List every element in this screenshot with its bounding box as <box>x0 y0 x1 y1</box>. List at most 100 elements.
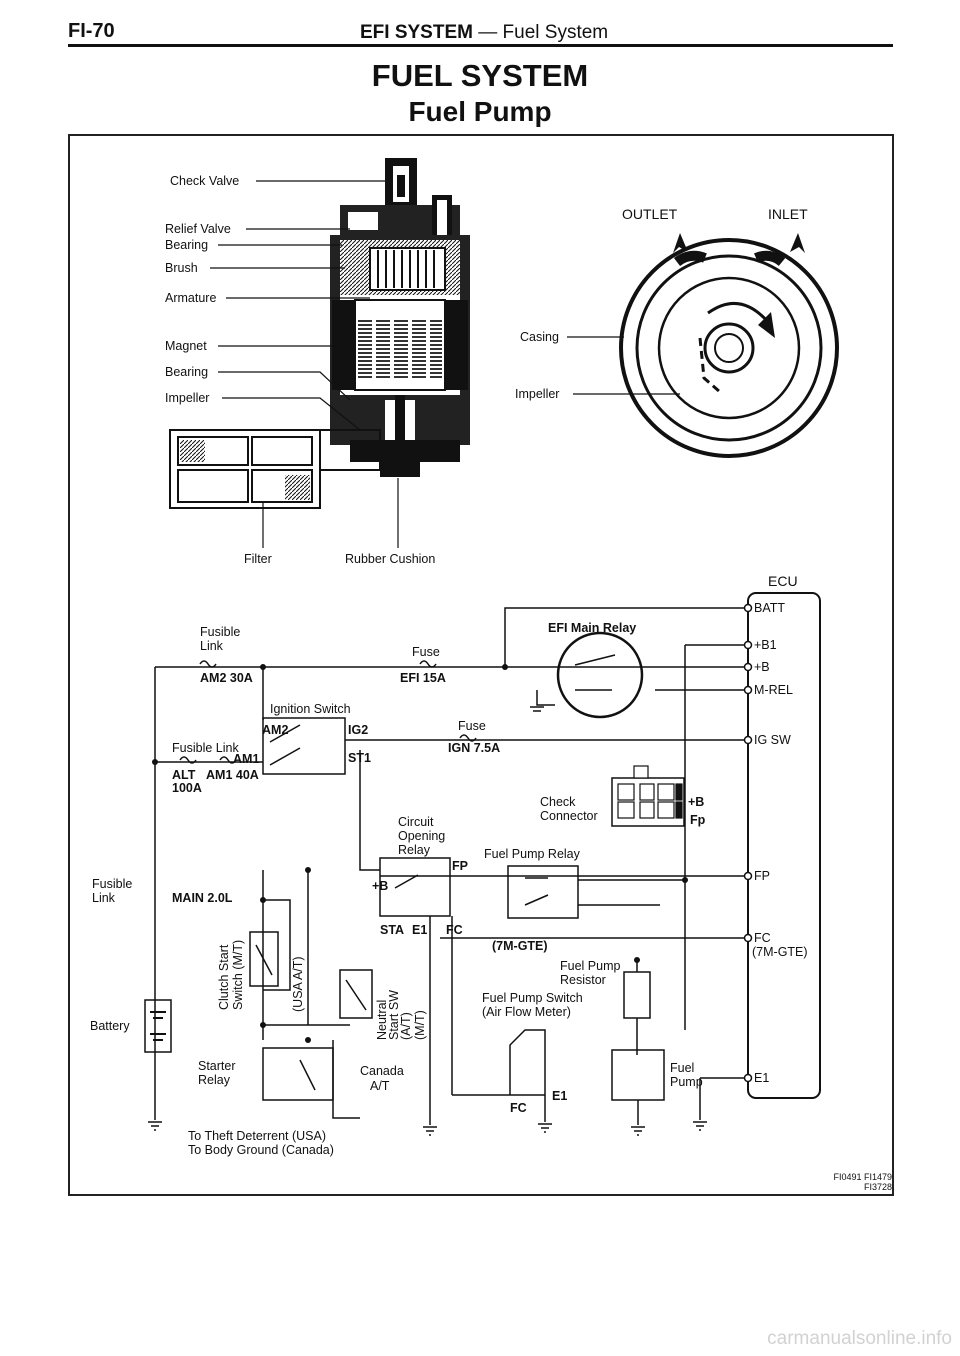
figure-frame <box>68 134 894 1196</box>
label-theft2: To Body Ground (Canada) <box>188 1143 334 1157</box>
label-circuit: Circuit <box>398 815 434 829</box>
ecu-fc-note: (7M-GTE) <box>752 945 808 959</box>
label-gte-note: (7M-GTE) <box>492 939 548 953</box>
label-relay: Relay <box>398 843 431 857</box>
label-bearing-top: Bearing <box>165 238 208 252</box>
pump-leaders <box>210 180 399 548</box>
label-bearing-bottom: Bearing <box>165 365 208 379</box>
label-casing: Casing <box>520 330 559 344</box>
label-fusible-link-alt: Fusible Link <box>172 741 239 755</box>
ecu-mrel: M-REL <box>754 683 793 697</box>
label-neutral2: Start SW <box>387 990 401 1040</box>
label-starter1: Starter <box>198 1059 236 1073</box>
label-starter2: Relay <box>198 1073 231 1087</box>
label-filter: Filter <box>244 552 272 566</box>
label-brush: Brush <box>165 261 198 275</box>
label-alt-100a: 100A <box>172 781 202 795</box>
label-neutral1: Neutral <box>375 1000 389 1040</box>
label-fuse-ign: Fuse <box>458 719 486 733</box>
ecu-fc: FC <box>754 931 771 945</box>
label-ign-75a: IGN 7.5A <box>448 741 500 755</box>
page-subtitle: Fuel Pump <box>408 96 552 127</box>
label-theft1: To Theft Deterrent (USA) <box>188 1129 326 1143</box>
label-fpr1: Fuel Pump <box>560 959 620 973</box>
label-cor-e1: E1 <box>412 923 427 937</box>
ecu-b: +B <box>754 660 770 674</box>
label-fuel-pump-relay: Fuel Pump Relay <box>484 847 581 861</box>
label-clutch2: Switch (M/T) <box>231 940 245 1010</box>
label-fpr2: Resistor <box>560 973 606 987</box>
section-header-rest: — Fuel System <box>472 22 609 43</box>
label-fps-fc: FC <box>510 1101 527 1115</box>
label-cor-fc: FC <box>446 923 463 937</box>
label-check: Check <box>540 795 576 809</box>
page-title: FUEL SYSTEM <box>371 58 589 93</box>
label-efi-main-relay: EFI Main Relay <box>548 621 636 635</box>
label-am2: AM2 <box>262 723 288 737</box>
junction-dots <box>152 664 688 1043</box>
label-ecu: ECU <box>768 573 798 589</box>
ecu-terminals <box>743 603 753 1083</box>
label-st1: ST1 <box>348 751 371 765</box>
label-fuel-pump1: Fuel <box>670 1061 694 1075</box>
label-check-valve: Check Valve <box>170 174 239 188</box>
page-number: FI-70 <box>68 20 115 42</box>
label-fps1: Fuel Pump Switch <box>482 991 583 1005</box>
label-usa-at: (USA A/T) <box>291 956 305 1012</box>
label-ig2: IG2 <box>348 723 368 737</box>
label-fusible-main: Fusible <box>92 877 132 891</box>
label-connector: Connector <box>540 809 598 823</box>
battery-symbol <box>150 1011 166 1041</box>
figure-code-line1: FI0491 FI1479 <box>833 1172 892 1182</box>
label-efi-15a: EFI 15A <box>400 671 446 685</box>
label-battery: Battery <box>90 1019 130 1033</box>
label-am2-30a: AM2 30A <box>200 671 253 685</box>
label-outlet: OUTLET <box>622 206 678 222</box>
ecu-igsw: IG SW <box>754 733 791 747</box>
label-neutral3: (A/T) <box>399 1012 413 1040</box>
label-cor-sta: STA <box>380 923 404 937</box>
ecu-e1: E1 <box>754 1071 769 1085</box>
label-clutch1: Clutch Start <box>217 944 231 1010</box>
label-fusible-link-top: Fusible <box>200 625 240 639</box>
label-am1: AM1 <box>233 752 259 766</box>
label-magnet: Magnet <box>165 339 207 353</box>
label-impeller-view: Impeller <box>515 387 559 401</box>
ecu-b1: +B1 <box>754 638 777 652</box>
label-fuel-pump2: Pump <box>670 1075 703 1089</box>
label-opening: Opening <box>398 829 445 843</box>
ecu-fp: FP <box>754 869 770 883</box>
label-cc-b: +B <box>688 795 704 809</box>
header-rule <box>68 44 893 47</box>
check-connector <box>617 765 683 819</box>
impeller-view: OUTLET INLET Casing Impeller <box>515 206 839 458</box>
label-rubber-cushion: Rubber Cushion <box>345 552 435 566</box>
label-fusible-link-top2: Link <box>200 639 224 653</box>
label-relief-valve: Relief Valve <box>165 222 231 236</box>
label-inlet: INLET <box>768 206 808 222</box>
label-canada2: A/T <box>370 1079 390 1093</box>
label-fps2: (Air Flow Meter) <box>482 1005 571 1019</box>
label-cor-b: +B <box>372 879 388 893</box>
label-canada1: Canada <box>360 1064 404 1078</box>
label-cc-fp: Fp <box>690 813 706 827</box>
section-header-bold: EFI SYSTEM <box>360 22 473 43</box>
label-fusible-main2: Link <box>92 891 116 905</box>
label-neutral4: (M/T) <box>413 1010 427 1040</box>
label-impeller: Impeller <box>165 391 209 405</box>
label-fuse-efi: Fuse <box>412 645 440 659</box>
label-main-20l: MAIN 2.0L <box>172 891 233 905</box>
label-am1-40a: AM1 40A <box>206 768 259 782</box>
figure-codes: FI0491 FI1479 FI3728 <box>833 1172 892 1192</box>
watermark: carmanualsonline.info <box>767 1328 952 1349</box>
section-header: EFI SYSTEM — Fuel System <box>360 22 608 44</box>
label-armature: Armature <box>165 291 216 305</box>
figure-code-line2: FI3728 <box>863 1182 892 1192</box>
label-cor-fp: FP <box>452 859 468 873</box>
label-fps-e1: E1 <box>552 1089 567 1103</box>
pump-cutaway <box>169 158 470 509</box>
label-ignition-switch: Ignition Switch <box>270 702 351 716</box>
label-alt: ALT <box>172 768 196 782</box>
ecu-batt: BATT <box>754 601 785 615</box>
